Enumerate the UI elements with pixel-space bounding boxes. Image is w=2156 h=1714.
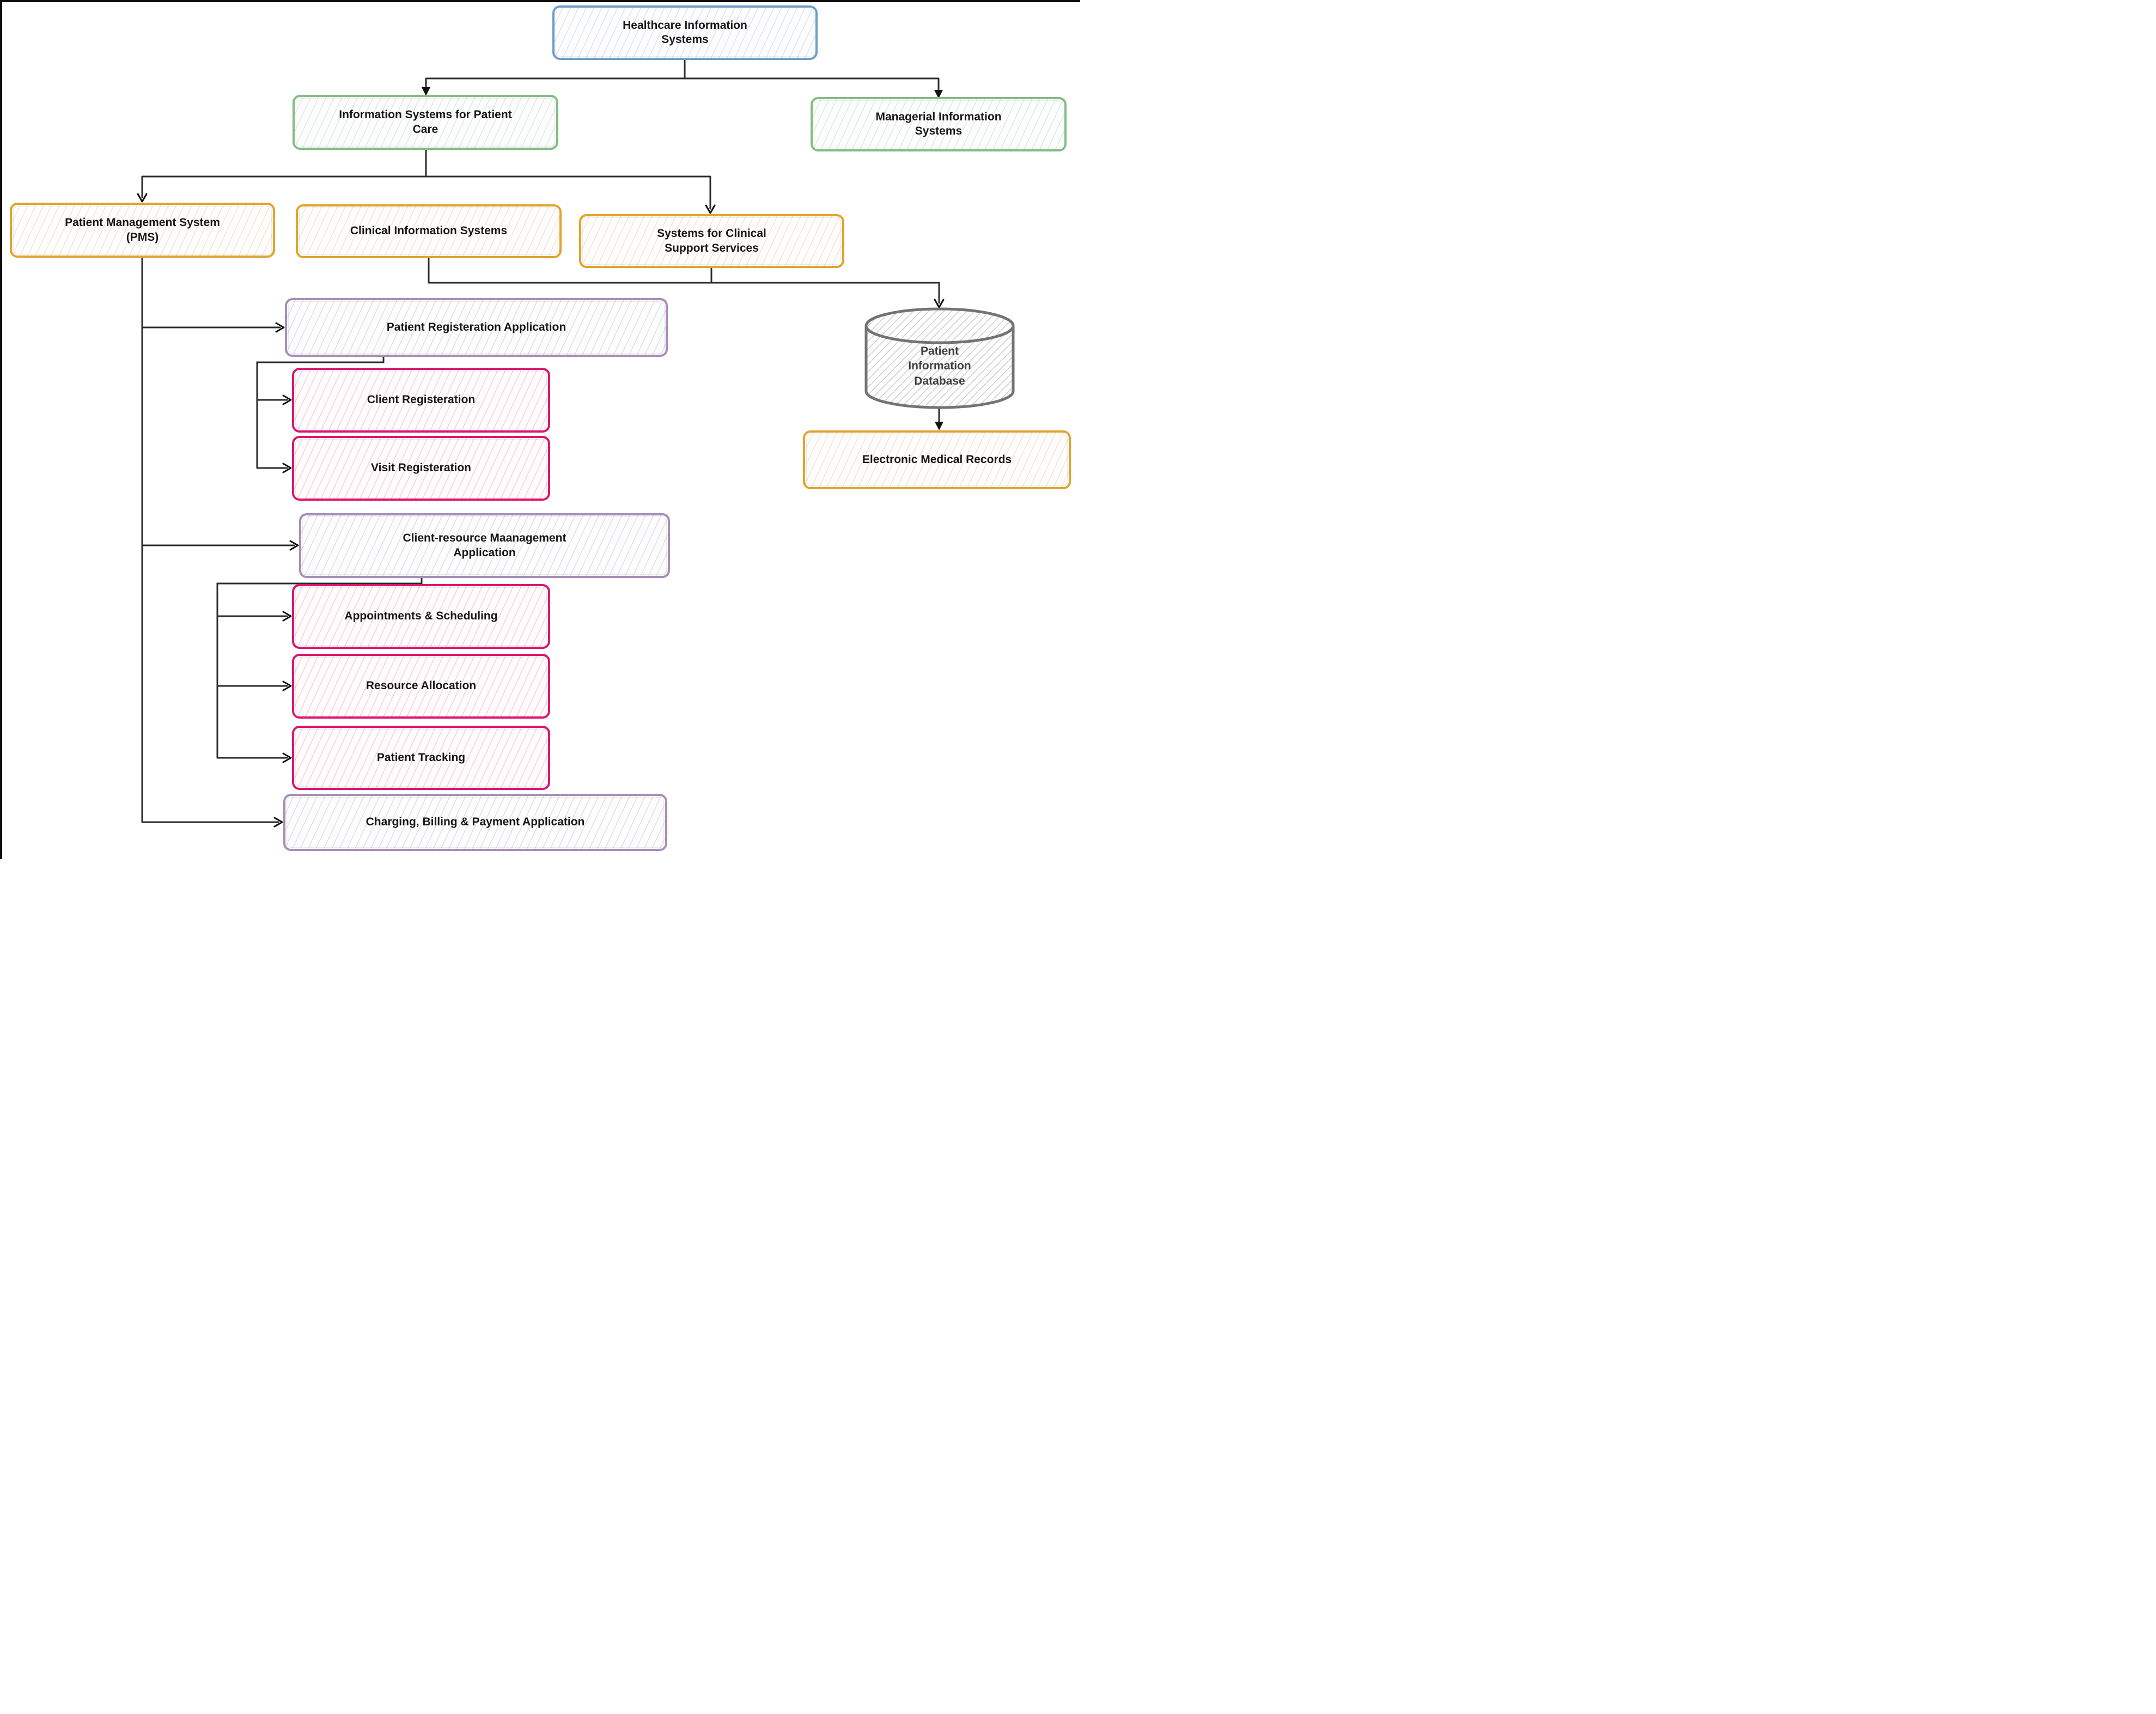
node-label: Charging, Billing & Payment Application: [366, 816, 585, 829]
node-clinical-information-systems: Clinical Information Systems: [296, 204, 562, 258]
node-patient-registration-application: Patient Registeration Application: [285, 298, 668, 357]
open-arrowheads: [137, 193, 945, 828]
node-label: Patient Registeration Application: [386, 320, 567, 333]
node-label: Appointments & Scheduling: [344, 610, 498, 623]
node-label: Information Systems for Patient Care: [339, 108, 512, 136]
node-label: Resource Allocation: [366, 679, 477, 692]
node-resource-allocation: Resource Allocation: [292, 654, 550, 719]
node-managerial-information-systems: Managerial Information Systems: [811, 97, 1067, 151]
database-cylinder-shape: [864, 307, 1015, 409]
node-appointments-scheduling: Appointments & Scheduling: [292, 584, 550, 649]
node-patient-information-database: Patient Information Database: [874, 333, 1005, 399]
node-healthcare-information-systems: Healthcare Information Systems: [552, 5, 818, 60]
node-information-systems-for-patient-care: Information Systems for Patient Care: [293, 95, 558, 150]
node-label: Patient Information Database: [908, 345, 971, 387]
node-patient-management-system: Patient Management System (PMS): [10, 203, 275, 258]
flowchart-canvas: Healthcare Information Systems Informati…: [0, 0, 1080, 859]
node-label: Patient Management System (PMS): [65, 216, 220, 244]
node-label: Client-resource Maanagement Application: [403, 532, 567, 559]
node-client-resource-management-application: Client-resource Maanagement Application: [299, 513, 670, 578]
node-label: Electronic Medical Records: [862, 453, 1012, 466]
node-electronic-medical-records: Electronic Medical Records: [803, 430, 1071, 489]
node-visit-registration: Visit Registeration: [292, 436, 550, 501]
node-label: Visit Registeration: [371, 461, 471, 475]
node-patient-tracking: Patient Tracking: [292, 726, 550, 790]
node-charging-billing-payment-application: Charging, Billing & Payment Application: [283, 794, 667, 851]
node-label: Healthcare Information Systems: [623, 19, 747, 46]
node-label: Clinical Information Systems: [350, 224, 508, 238]
node-client-registration: Client Registeration: [292, 368, 550, 433]
node-label: Managerial Information Systems: [875, 110, 1002, 137]
connector-lines: [137, 59, 1015, 828]
node-label: Patient Tracking: [376, 751, 466, 764]
node-label: Systems for Clinical Support Services: [657, 227, 766, 254]
node-systems-for-clinical-support-services: Systems for Clinical Support Services: [579, 214, 844, 268]
solid-arrowheads: [422, 87, 943, 430]
node-label: Client Registeration: [367, 393, 476, 406]
